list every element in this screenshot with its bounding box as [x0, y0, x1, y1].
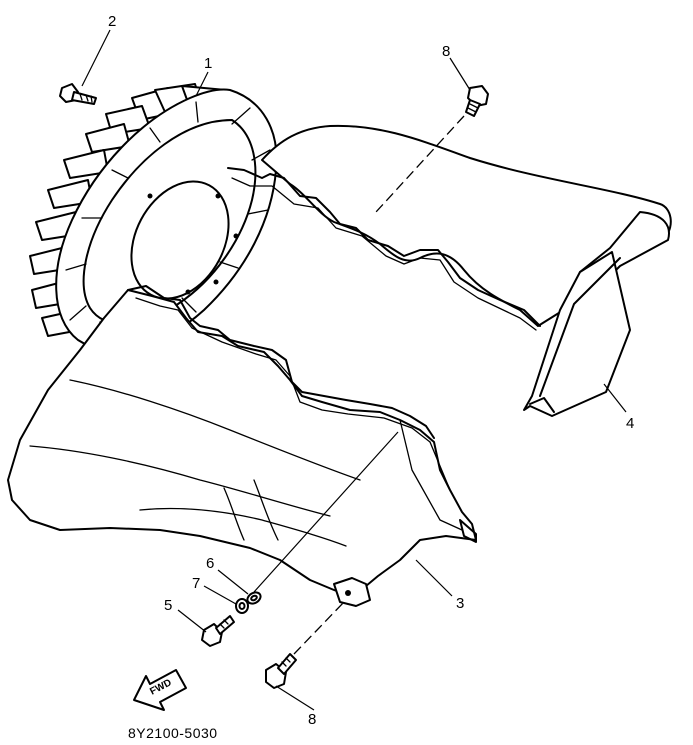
bolt-part-8-top: [465, 85, 489, 117]
leader-line-1: [195, 71, 209, 97]
callout-6: 6: [206, 555, 214, 572]
leader-line-7: [203, 585, 237, 605]
assembly-line-washers: [253, 431, 399, 593]
callout-5: 5: [164, 597, 172, 614]
lower-air-shroud-part: [7, 285, 477, 607]
callout-8-bottom: 8: [308, 711, 316, 728]
callout-3: 3: [456, 595, 464, 612]
callout-2: 2: [108, 13, 116, 30]
leader-line-4: [603, 383, 627, 413]
leader-line-8-top: [449, 57, 471, 91]
forward-direction-arrow-icon: FWD: [133, 669, 187, 711]
upper-air-shroud-part: [227, 124, 672, 417]
leader-line-5: [177, 609, 207, 633]
callout-4: 4: [626, 415, 634, 432]
leader-line-6: [217, 569, 249, 595]
washer-part-7: [235, 598, 249, 614]
leader-line-3: [415, 559, 453, 597]
assembly-line-bottom-bolt: [293, 601, 345, 655]
washer-part-6: [246, 591, 262, 605]
bolt-part-2: [59, 83, 97, 105]
callout-8-top: 8: [442, 43, 450, 60]
bolt-part-5: [201, 615, 235, 647]
assembly-line-top-bolt: [375, 115, 465, 213]
callout-7: 7: [192, 575, 200, 592]
leader-line-2: [81, 29, 111, 87]
diagram-code: 8Y2100-5030: [128, 725, 218, 741]
bolt-part-8-bottom: [265, 653, 297, 689]
leader-line-8-bottom: [275, 685, 315, 711]
callout-1: 1: [204, 55, 212, 72]
